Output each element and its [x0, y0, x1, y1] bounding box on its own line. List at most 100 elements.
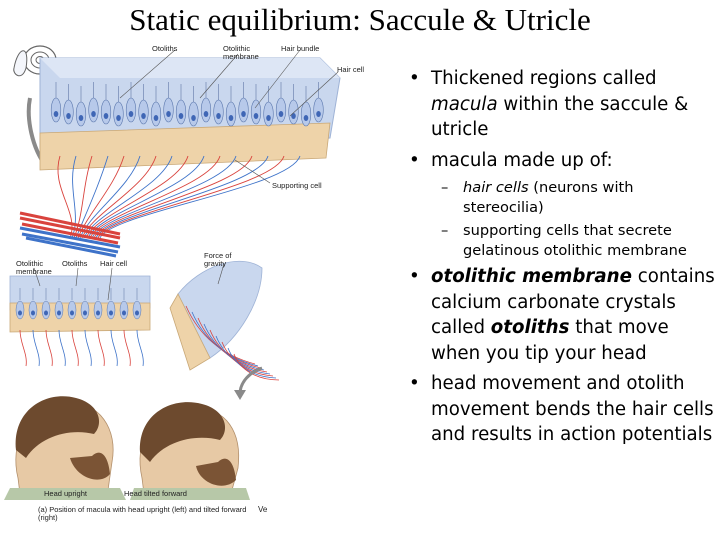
hair-cell [163, 97, 174, 123]
bullet-text: within the saccule & utricle [431, 93, 689, 141]
head-tilted-illustration [130, 402, 250, 500]
nerve-fiber [95, 155, 269, 239]
hair-cell [250, 99, 262, 125]
label-supporting-cell: Supporting cell [272, 181, 322, 190]
cell-nucleus [153, 115, 159, 121]
sub-bullet-item: –supporting cells that secrete gelatinou… [407, 221, 717, 261]
hair-cell [138, 99, 149, 125]
hair-cell [80, 300, 90, 320]
label-otolithic-membrane-mid: Otolithic membrane [16, 259, 52, 276]
sub-bullet-dash: – [441, 222, 449, 239]
bullet-text: supporting cells that secrete gelatinous… [463, 222, 687, 259]
hair-cell [150, 101, 162, 127]
cell-nucleus [66, 113, 71, 119]
cell-nucleus [266, 115, 271, 121]
label-corner-text: Ve [258, 505, 268, 514]
emphasis-text: otolithic membrane [431, 266, 632, 287]
nerve-fiber [32, 329, 40, 367]
hair-cell [238, 97, 249, 123]
cell-nucleus [241, 111, 246, 117]
hair-cell [313, 97, 324, 123]
nerve-fiber [123, 329, 131, 367]
cell-nucleus [53, 111, 59, 117]
nerve-fiber [57, 155, 73, 239]
hair-cell [54, 300, 64, 320]
emphasis-text: hair cells [463, 179, 529, 196]
bullet-dot: • [409, 373, 420, 394]
cell-nucleus [91, 111, 96, 117]
hair-cell [63, 99, 74, 125]
figure-caption: (a) Position of macula with head upright… [38, 505, 247, 522]
bullet-item: •otolithic membrane contains calcium car… [407, 264, 717, 366]
macula-tilted-middle [169, 260, 280, 381]
label-otoliths-top: Otoliths [152, 44, 178, 53]
cell-nucleus [135, 310, 139, 316]
cell-nucleus [291, 113, 296, 119]
nerve-fiber [97, 155, 285, 239]
cell-nucleus [316, 111, 321, 117]
macula-illustration [4, 45, 341, 500]
hair-cell [67, 300, 77, 320]
nerve-fiber [19, 329, 27, 367]
cell-nucleus [31, 310, 35, 316]
cell-nucleus [278, 111, 284, 117]
label-hair-cell-top: Hair cell [337, 65, 365, 74]
cell-nucleus [122, 310, 126, 316]
cell-nucleus [216, 113, 221, 119]
nerve-fiber [58, 329, 66, 367]
nerve-fiber [71, 329, 79, 367]
nerve-fiber [85, 155, 189, 239]
cell-nucleus [70, 310, 74, 316]
bullet-dot: • [409, 149, 420, 171]
cell-nucleus [178, 113, 184, 119]
bullet-item: •macula made up of: [407, 148, 717, 174]
hair-cell [93, 300, 103, 320]
sub-bullet-dash: – [441, 179, 449, 196]
cell-nucleus [253, 113, 259, 119]
hair-cell [200, 97, 212, 123]
emphasis-text: otoliths [490, 317, 570, 338]
bullet-dot: • [409, 68, 420, 89]
hair-cell [300, 101, 312, 127]
label-hair-cell-mid: Hair cell [100, 259, 128, 268]
hair-cell [132, 300, 142, 320]
bullet-list: •Thickened regions called macula within … [407, 66, 717, 453]
macula-upright-middle [9, 267, 151, 367]
hair-cell [113, 101, 124, 127]
cell-nucleus [109, 310, 113, 316]
nerve-fiber [84, 329, 92, 367]
slide-title: Static equilibrium: Saccule & Utricle [129, 2, 591, 37]
bullet-text: contains calcium carbonate crystals call… [431, 266, 715, 338]
hair-cell [100, 99, 112, 125]
bullet-text: (neurons with stereocilia) [463, 179, 634, 216]
hair-cell [288, 99, 299, 125]
hair-cell [119, 300, 129, 320]
bullet-item: •Thickened regions called macula within … [407, 66, 717, 143]
cell-nucleus [203, 111, 209, 117]
nerve-fiber [45, 329, 53, 367]
hair-cell [188, 101, 199, 127]
hair-cell [125, 97, 137, 123]
label-hair-bundle-top: Hair bundle [281, 44, 320, 53]
macula-figure: Otoliths Otolithic membrane Hair bundle … [0, 38, 400, 540]
cell-nucleus [18, 310, 22, 316]
cell-nucleus [141, 113, 146, 119]
nerve-fiber [93, 155, 253, 239]
bullet-item: • head movement and otolith movement bend… [407, 371, 717, 448]
cell-nucleus [191, 115, 196, 121]
hair-cell [106, 300, 116, 320]
label-otolithic-membrane-top: Otolithic membrane [223, 44, 259, 61]
cell-nucleus [116, 115, 121, 121]
nerve-fiber [99, 155, 301, 239]
cell-nucleus [83, 310, 87, 316]
bullet-text: head movement and otolith movement bends… [431, 373, 714, 445]
cell-nucleus [78, 115, 84, 121]
sub-bullet-item: –hair cells (neurons with stereocilia) [407, 178, 717, 218]
nerve-fiber [227, 347, 277, 379]
hair-cell [50, 97, 62, 123]
hair-cell [225, 101, 237, 127]
hair-cell [213, 99, 224, 125]
macula-cross-section-top [19, 49, 341, 258]
hair-cell [275, 97, 287, 123]
